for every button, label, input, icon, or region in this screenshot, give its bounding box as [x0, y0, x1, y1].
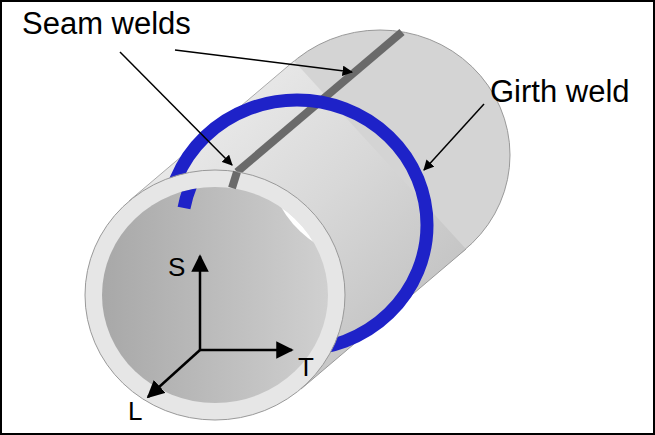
axis-label: S [168, 254, 185, 280]
callout-label: Girth weld [490, 76, 630, 107]
axis-arrow [199, 256, 202, 350]
leader-line [120, 52, 232, 165]
leader-line [424, 104, 484, 170]
leader-line [175, 50, 352, 72]
far-opening [267, 47, 493, 263]
girth-weld-inside [184, 110, 280, 208]
axis-arrow [200, 349, 292, 352]
callout-label: Seam welds [22, 8, 191, 39]
seam-weld-front [232, 172, 237, 188]
axis-arrow [148, 350, 200, 397]
axis-label: T [298, 354, 314, 380]
front-rim [85, 170, 345, 420]
axis-label: L [128, 398, 142, 424]
